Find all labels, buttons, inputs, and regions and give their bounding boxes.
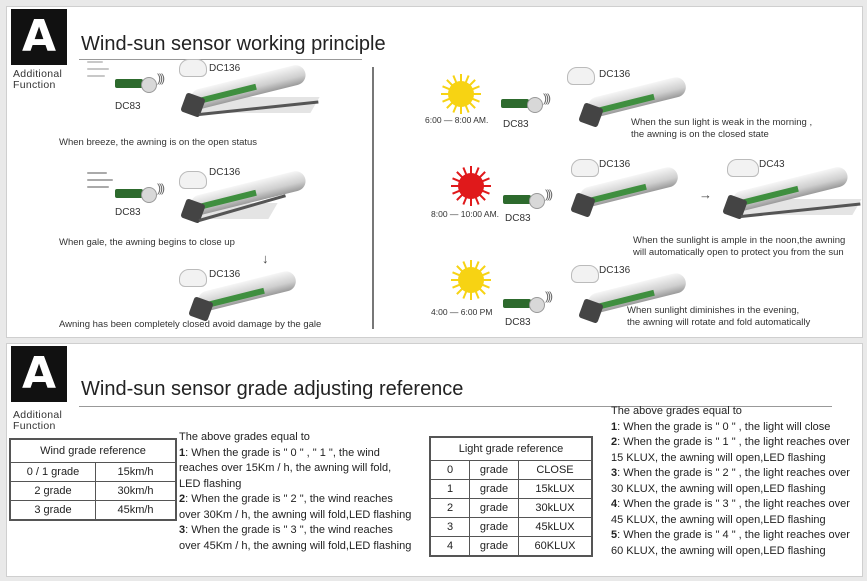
receiver-pod-icon (179, 171, 207, 189)
device-label-sensor: DC83 (115, 101, 141, 112)
device-label-sensor: DC83 (503, 119, 529, 130)
time-range-noon: 8:00 — 10:00 AM. (431, 209, 500, 219)
device-label-motor: DC136 (209, 63, 241, 74)
wind-sun-sensor-icon (503, 193, 547, 209)
caption-breeze: When breeze, the awning is on the open s… (59, 137, 258, 148)
badge-caption-line-1: Additional (13, 68, 63, 80)
section-badge: A (11, 9, 67, 65)
light-grade-explanation: The above grades equal to 1: When the gr… (611, 405, 850, 557)
grade-reference-panel: A Additional Function Wind-sun sensor gr… (6, 343, 863, 577)
awning-closed-illustration (569, 165, 709, 229)
wind-sun-sensor-icon (115, 187, 159, 203)
awning-open-illustration (721, 165, 862, 231)
signal-waves-icon: ))) (545, 187, 553, 201)
wind-grade-explanation: The above grades equal to 1: When the gr… (179, 431, 412, 552)
column-divider (372, 67, 374, 329)
light-table-header: Light grade reference (430, 437, 592, 461)
caption-gale: When gale, the awning begins to close up (59, 237, 235, 248)
arrow-down-icon: ↓ (262, 251, 269, 266)
device-label-sensor: DC83 (505, 213, 531, 224)
caption-morning: When the sun light is weak in the mornin… (631, 117, 813, 140)
shade-device-icon (727, 159, 759, 177)
section-badge: A (11, 346, 67, 402)
caption-noon: When the sunlight is ample in the noon,t… (633, 235, 846, 258)
section-title: Wind-sun sensor grade adjusting referenc… (81, 378, 464, 400)
device-label-motor: DC136 (599, 69, 631, 80)
device-label-motor: DC136 (599, 265, 631, 276)
sun-icon (451, 166, 491, 206)
wind-table-header: Wind grade reference (10, 439, 176, 463)
badge-caption-line-2: Function (13, 79, 56, 91)
arrow-right-icon: → (699, 187, 712, 202)
badge-caption-line-2: Function (13, 420, 56, 432)
wind-icon (87, 59, 113, 81)
title-underline (79, 406, 832, 407)
device-label-motor: DC136 (209, 167, 241, 178)
time-range-evening: 4:00 — 6:00 PM (431, 307, 493, 317)
sun-icon (441, 74, 481, 114)
awning-open-illustration (179, 63, 320, 129)
receiver-pod-icon (179, 59, 207, 77)
signal-waves-icon: ))) (157, 181, 165, 195)
receiver-pod-icon (571, 159, 599, 177)
wind-sun-sensor-icon (501, 97, 545, 113)
device-label-motor: DC136 (209, 269, 241, 280)
receiver-pod-icon (571, 265, 599, 283)
receiver-pod-icon (567, 67, 595, 85)
working-principle-panel: A Additional Function Wind-sun sensor wo… (6, 6, 863, 338)
sun-icon (451, 260, 491, 300)
caption-evening: When sunlight diminishes in the evening,… (627, 305, 811, 328)
badge-caption-line-1: Additional (13, 409, 63, 421)
section-title: Wind-sun sensor working principle (81, 33, 386, 55)
device-label-sensor: DC83 (115, 207, 141, 218)
signal-waves-icon: ))) (545, 289, 553, 303)
device-label-motor: DC136 (599, 159, 631, 170)
signal-waves-icon: ))) (543, 91, 551, 105)
title-underline (79, 59, 362, 60)
device-label-sensor: DC83 (505, 317, 531, 328)
strong-wind-icon (87, 171, 113, 193)
caption-closed: Awning has been completely closed avoid … (59, 319, 322, 330)
wind-sun-sensor-icon (503, 297, 547, 313)
receiver-pod-icon (179, 269, 207, 287)
time-range-morning: 6:00 — 8:00 AM. (425, 115, 489, 125)
wind-sun-sensor-icon (115, 77, 159, 93)
device-label-extra: DC43 (759, 159, 785, 170)
signal-waves-icon: ))) (157, 71, 165, 85)
awning-closing-illustration (179, 169, 319, 235)
